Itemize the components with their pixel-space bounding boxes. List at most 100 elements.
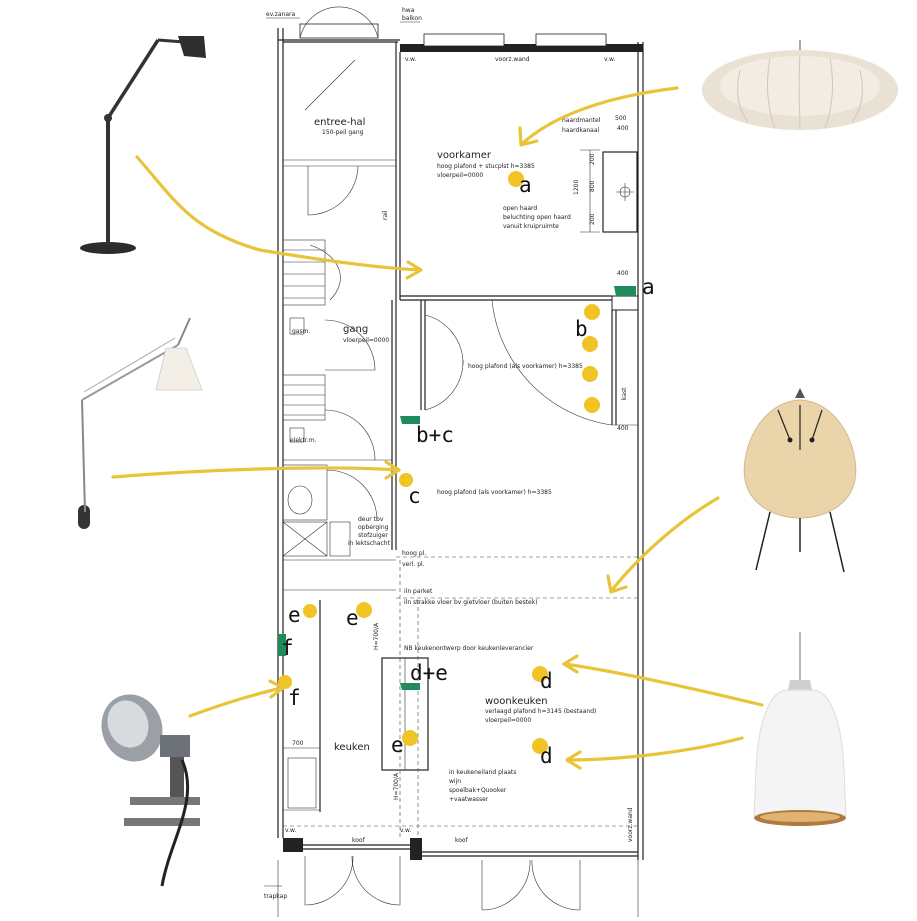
note-deur-1: deur tbv	[358, 516, 384, 523]
label-strakke: iln strakke vloer bv gietvloer (buiten b…	[404, 599, 538, 606]
label-koof-2: koof	[455, 837, 469, 844]
note-hoogplafond-2: hoog plafond (als voorkamer) h=3385	[468, 363, 583, 370]
dim-800: 800	[589, 180, 596, 192]
room-title-entree: entree-hal	[314, 117, 365, 128]
room-line2-voorkamer: vloerpeil=0000	[437, 172, 483, 179]
switch-marker	[278, 634, 286, 656]
note-openhaard-1: open haard	[503, 205, 537, 212]
label-rail: rail	[382, 210, 389, 220]
label-trapkap: trapkap	[264, 893, 287, 900]
plan-walls	[264, 6, 644, 917]
light-dot	[582, 336, 598, 352]
label-h2: H=700/A	[393, 772, 400, 800]
label-voorzwand: voorz.wand	[495, 56, 530, 63]
label-haardmantel: haardmantel	[562, 117, 601, 124]
light-dot	[303, 604, 317, 618]
room-title-woonkeuken: woonkeuken	[485, 696, 548, 707]
light-dot	[356, 602, 372, 618]
dim-200a: 200	[589, 153, 596, 165]
label-vw-1: v.w.	[405, 56, 416, 63]
label-gasm: gasm.	[292, 328, 310, 335]
room-line1-voorkamer: hoog plafond + stucplst h=3385	[437, 163, 535, 170]
arrow-head	[606, 574, 628, 594]
cloud-pendant-icon	[702, 40, 898, 131]
note-openhaard-2: beluchting open haard	[503, 214, 571, 221]
paper-lantern-icon	[743, 388, 857, 573]
light-dot	[584, 304, 600, 320]
marker-d-e: d+e	[410, 661, 448, 685]
marker-d-1: d	[540, 669, 553, 693]
plan-labels: ev.zanara hwa balkon v.w. voorz.wand v.w…	[264, 7, 634, 900]
pointer-arrows	[111, 86, 764, 770]
label-haardkanaal: haardkanaal	[562, 127, 600, 134]
floor-lamp-icon	[80, 36, 206, 254]
light-dots	[278, 171, 636, 754]
marker-e-1: e	[288, 603, 301, 627]
arrow-wall-lamp	[111, 466, 400, 479]
dim-400b: 400	[617, 270, 629, 277]
light-dot	[508, 171, 524, 187]
switch-marker	[400, 416, 420, 424]
light-dot	[402, 730, 418, 746]
label-verlpl: verl. pl.	[402, 561, 425, 568]
note-openhaard-3: vanuit kruipruimte	[503, 223, 559, 230]
dim-400c: 400	[617, 425, 629, 432]
label-balkon: balkon	[402, 15, 422, 22]
room-title-voorkamer: voorkamer	[437, 150, 492, 161]
marker-f-2: f	[288, 686, 301, 710]
label-parket: iln parket	[404, 588, 433, 595]
label-hwa: hwa	[402, 7, 415, 14]
label-voorzwand-2: voorz.wand	[627, 807, 634, 842]
arrow-pendant-lower	[566, 736, 744, 762]
room-line2-woonkeuken: vloerpeil=0000	[485, 717, 531, 724]
note-eiland-2: wijn	[449, 778, 461, 785]
note-deur-3: stofzuiger	[358, 532, 388, 539]
stair-top	[282, 239, 341, 306]
room-sub-entree: 150-peil gang	[322, 129, 364, 136]
note-eiland-4: +vaatwasser	[449, 796, 489, 803]
dim-400a: 400	[617, 125, 629, 132]
note-deur-2: opberging	[358, 524, 389, 531]
marker-b-c: b+c	[416, 423, 454, 447]
light-dot	[399, 473, 413, 487]
label-evzanara: ev.zanara	[266, 11, 295, 18]
stair-bottom	[282, 374, 326, 421]
label-hoogpl: hoog pl.	[402, 550, 426, 557]
light-dot	[532, 666, 548, 682]
light-dot	[584, 397, 600, 413]
label-vw-4: v.w.	[400, 827, 411, 834]
light-dot	[582, 366, 598, 382]
label-koof-1: koof	[352, 837, 366, 844]
label-elektr: elektr.m.	[290, 437, 317, 444]
note-deur-4: in lektschacht	[348, 540, 391, 547]
marker-b: b	[575, 317, 588, 341]
arrow-clamp-lamp	[188, 686, 284, 718]
label-vw-2: v.w.	[604, 56, 615, 63]
arrow-head	[268, 679, 285, 699]
dim-1200: 1200	[573, 180, 580, 195]
label-vw-3: v.w.	[285, 827, 296, 834]
clamp-spot-lamp-icon	[101, 694, 200, 887]
note-nb: NB keukenontwerp door keukenleverancier	[404, 645, 534, 652]
arrow-floor-lamp	[135, 155, 422, 272]
dim-500: 500	[615, 115, 627, 122]
label-kast: kast	[621, 387, 628, 400]
label-h1: H=700/A	[373, 622, 380, 650]
dim-200b: 200	[589, 213, 596, 225]
ceramic-pendant-icon	[753, 632, 847, 826]
marker-a-1: a	[519, 173, 532, 197]
light-dot	[532, 738, 548, 754]
note-hoogplafond-3: hoog plafond (als voorkamer) h=3385	[437, 489, 552, 496]
marker-d-2: d	[540, 744, 553, 768]
arrow-cloud-pendant	[521, 86, 679, 145]
arrow-head	[405, 260, 423, 280]
switch-marker	[614, 286, 636, 296]
light-markers: a a b b+c c e e f d+e d f e d	[281, 173, 655, 768]
marker-e-3: e	[391, 733, 404, 757]
room-line1-woonkeuken: verlaagd plafond h=3145 (bestaand)	[485, 708, 596, 715]
marker-f-1: f	[281, 636, 294, 660]
arrow-head	[384, 460, 401, 480]
arrow-head	[562, 654, 579, 674]
